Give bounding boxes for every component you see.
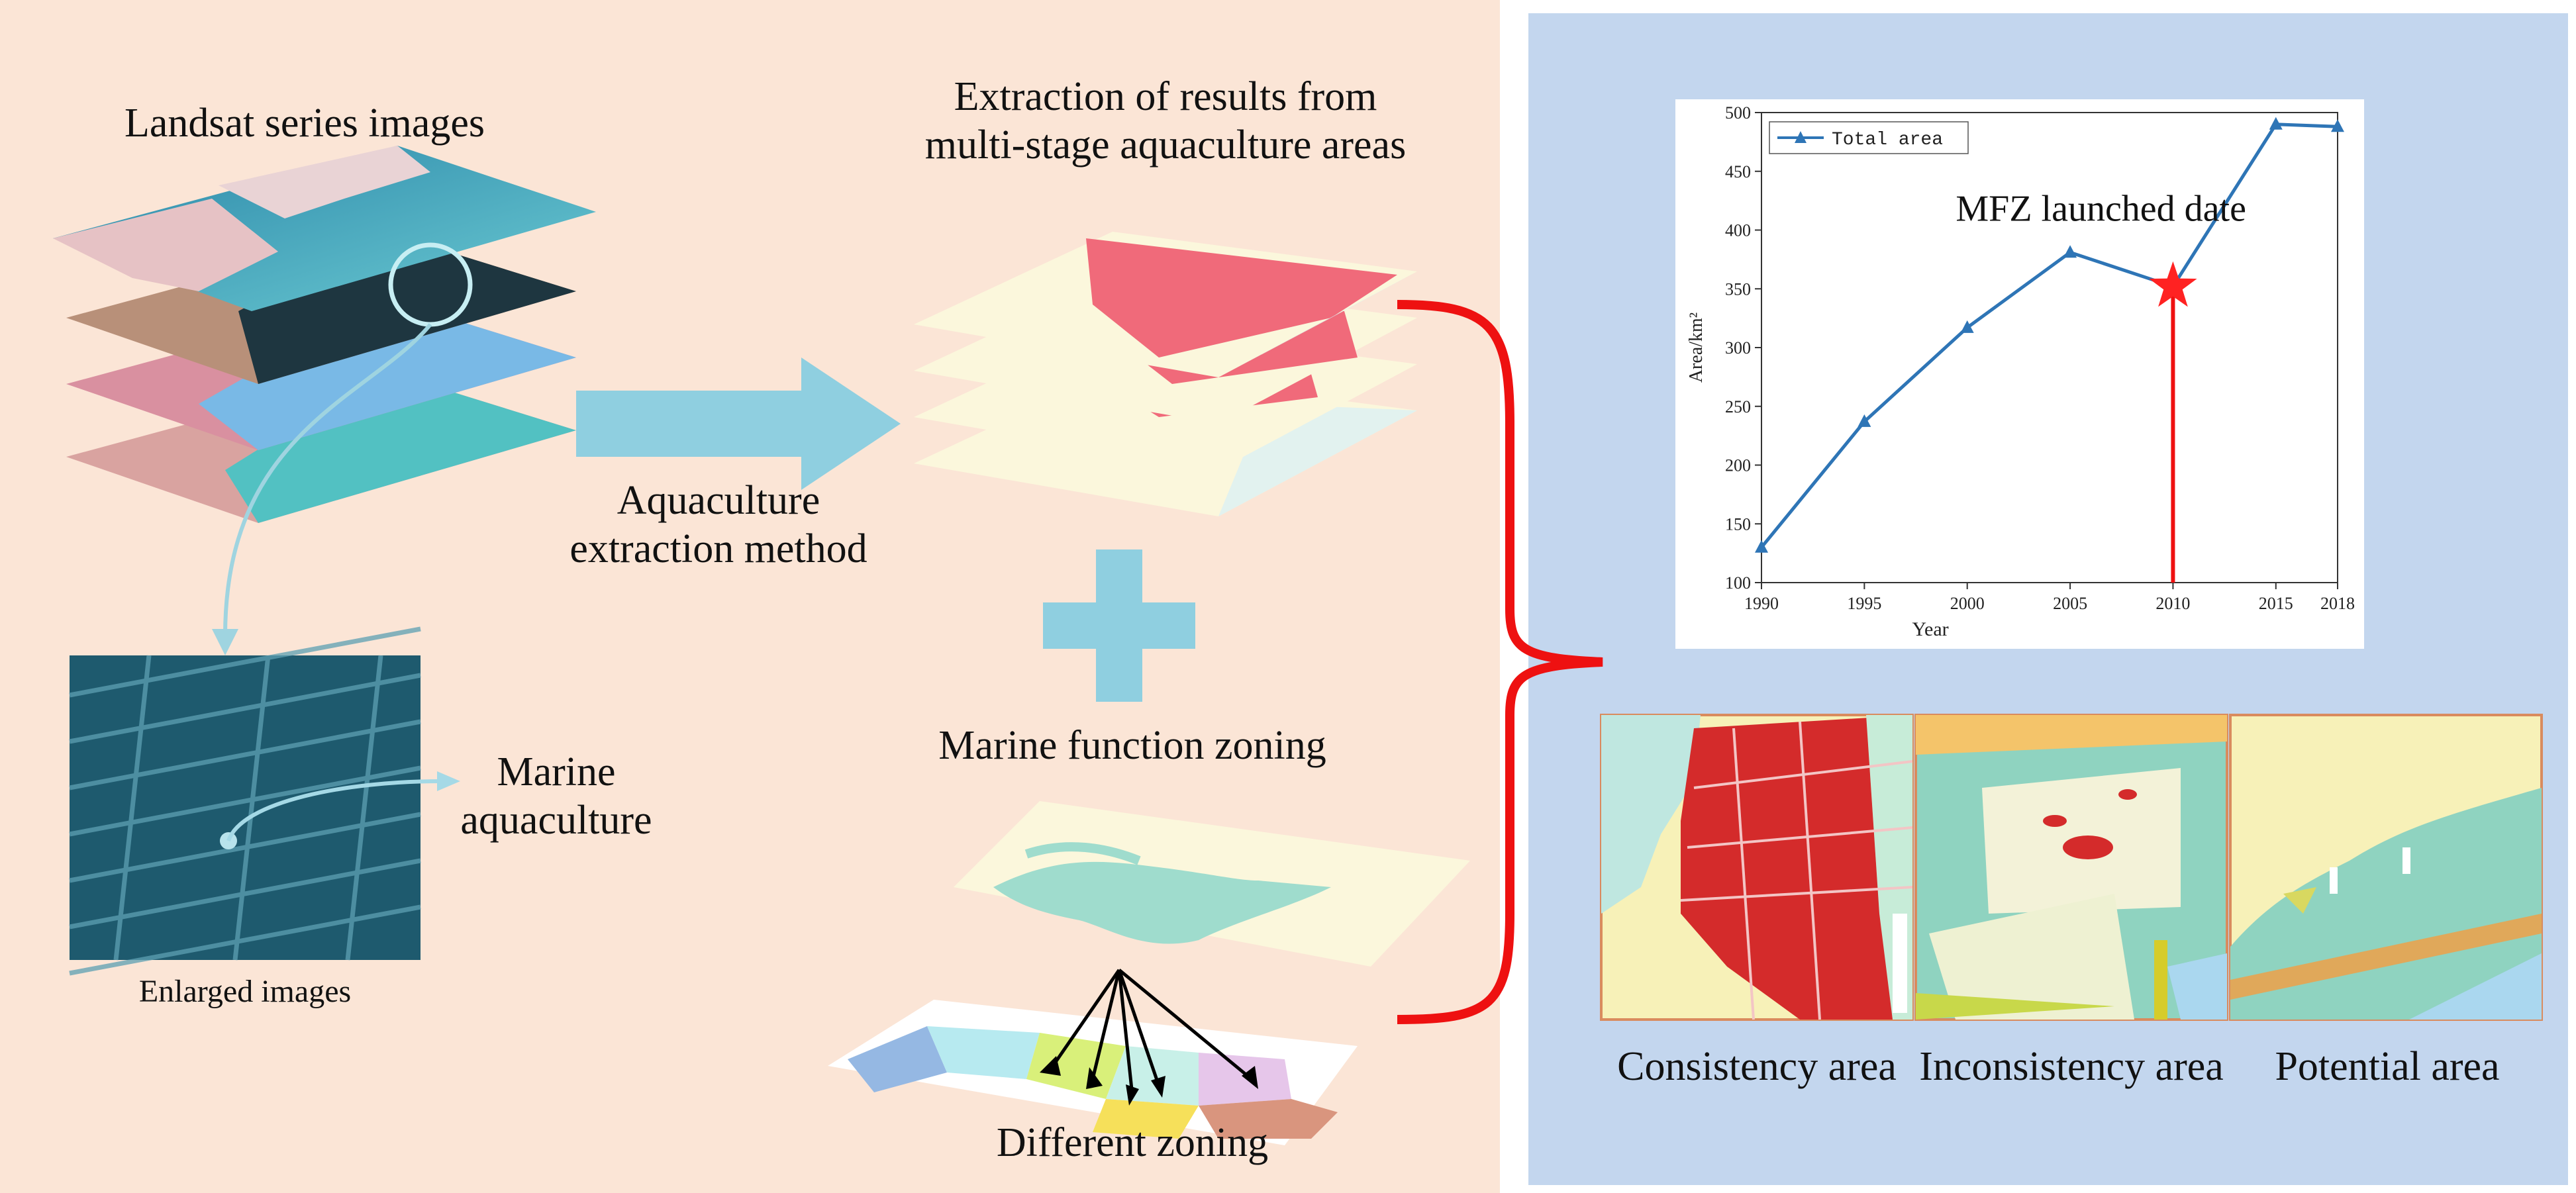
x-tick-label: 2015	[2259, 594, 2293, 613]
y-tick-label: 500	[1725, 103, 1751, 122]
data-point	[2331, 119, 2344, 132]
zoning-label: Marine function zoning	[938, 723, 1326, 768]
potential-label: Potential area	[2275, 1044, 2500, 1089]
y-tick-label: 150	[1725, 514, 1751, 534]
inconsistency-label: Inconsistency area	[1919, 1044, 2224, 1089]
landsat-label: Landsat series images	[124, 101, 485, 146]
y-tick-label: 400	[1725, 221, 1751, 240]
area-line-chart: 100 150 200 250 300 350 400 450 500 1990 1995 2000 2…	[1675, 99, 2364, 649]
process-arrow	[576, 358, 901, 490]
data-point	[2269, 117, 2283, 130]
data-point	[1755, 540, 1768, 553]
x-axis-label: Year	[1912, 618, 1948, 640]
y-tick-label: 250	[1725, 397, 1751, 416]
inconsistency-map	[1914, 714, 2228, 1021]
extraction-results-label: Extraction of results from multi-stage a…	[924, 74, 1407, 168]
star-marker	[2149, 261, 2197, 307]
zoning-map	[828, 801, 1470, 1145]
extraction-results-stack	[914, 232, 1417, 516]
y-tick-label: 100	[1725, 573, 1751, 593]
consistency-label: Consistency area	[1617, 1044, 1897, 1089]
enlarged-image	[69, 626, 460, 976]
plus-icon	[1043, 549, 1195, 702]
data-point	[1858, 414, 1871, 427]
x-tick-label: 2005	[2053, 594, 2087, 613]
x-tick-label: 2000	[1950, 594, 1985, 613]
potential-map	[2229, 714, 2543, 1021]
annotation-label: MFZ launched date	[1956, 188, 2246, 229]
x-tick-label: 2018	[2320, 594, 2355, 613]
landsat-stack	[53, 146, 596, 655]
x-tick-label: 1990	[1744, 594, 1779, 613]
y-tick-label: 300	[1725, 338, 1751, 358]
y-tick-label: 200	[1725, 456, 1751, 475]
y-axis-label: Area/km²	[1686, 312, 1707, 383]
enlarged-label: Enlarged images	[138, 974, 352, 1009]
consistency-map	[1600, 714, 1914, 1021]
x-tick-label: 1995	[1847, 594, 1881, 613]
different-zoning-label: Different zoning	[996, 1120, 1269, 1165]
legend-label: Total area	[1832, 130, 1943, 150]
y-tick-label: 350	[1725, 279, 1751, 299]
legend-marker	[1795, 131, 1807, 143]
extraction-method-label: Aquaculture extraction method	[570, 478, 867, 572]
y-tick-label: 450	[1725, 162, 1751, 181]
marine-aquaculture-label: Marine aquaculture	[460, 749, 652, 843]
data-point	[2063, 245, 2077, 258]
chart-background	[1675, 99, 2364, 649]
x-tick-label: 2010	[2155, 594, 2190, 613]
brace-connector	[1397, 300, 1603, 1024]
data-point	[1960, 320, 1974, 333]
